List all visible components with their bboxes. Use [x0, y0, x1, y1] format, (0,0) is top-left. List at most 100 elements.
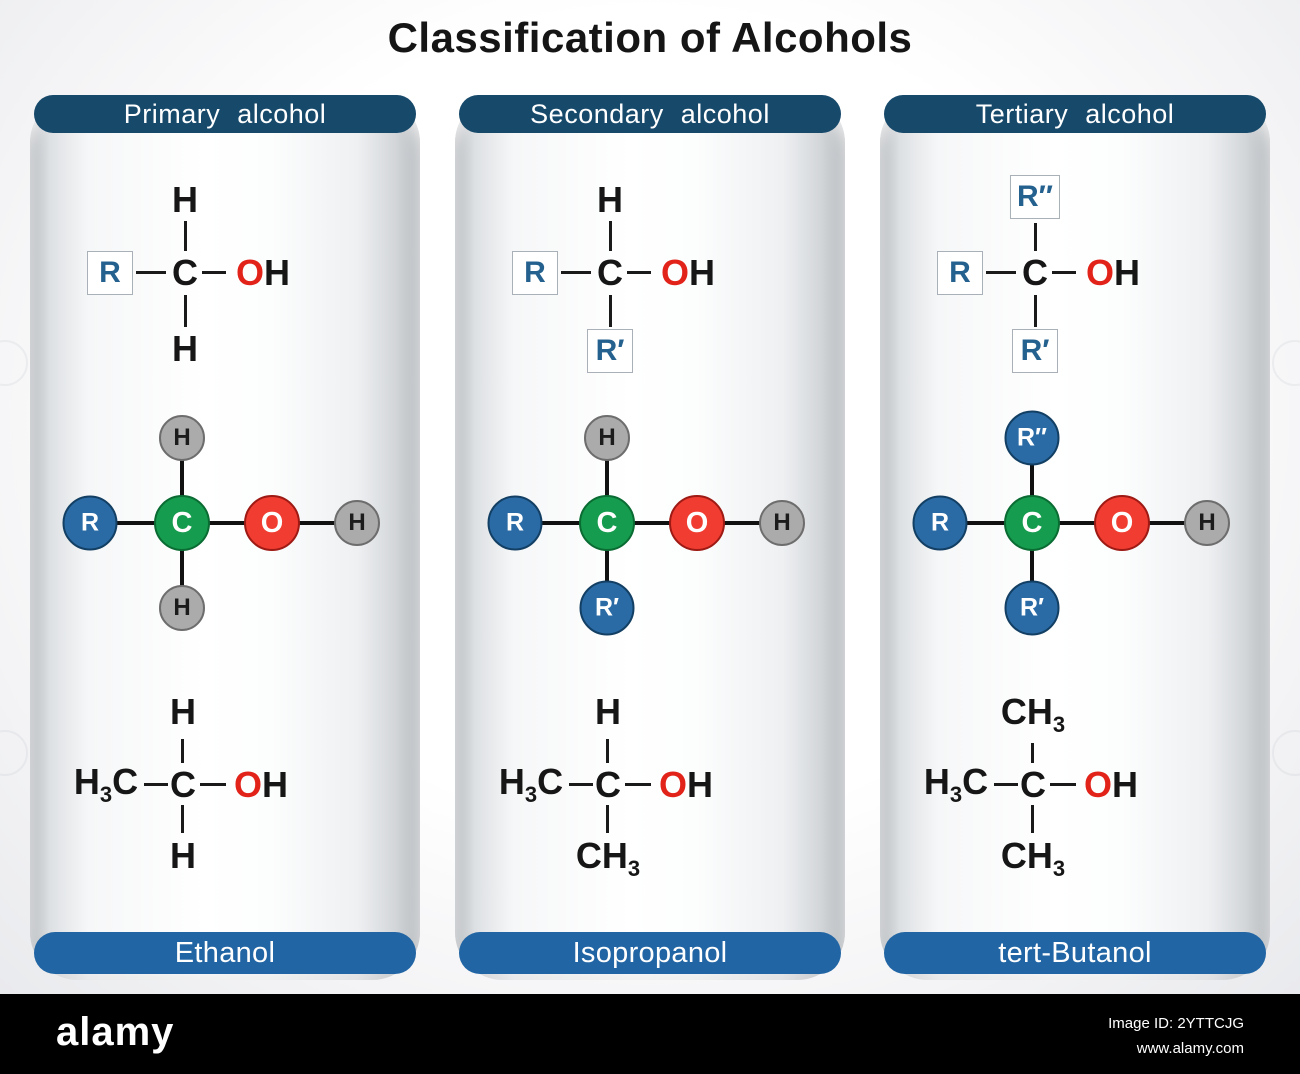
bond: [90, 521, 357, 525]
ball-hydrogen-right: H: [1184, 500, 1230, 546]
example-structural-formula: CH3 H3C C OH CH3: [880, 690, 1270, 945]
group-text: H: [923, 760, 950, 802]
r-group-box: R: [937, 251, 983, 295]
bottom-group: H: [170, 834, 196, 880]
ball-carbon: C: [1004, 495, 1060, 551]
atom-oxygen: O: [1083, 764, 1113, 805]
diagram-canvas: Classification of Alcohols Primary alcoh…: [0, 0, 1300, 994]
atom-carbon: C: [597, 252, 623, 293]
group-text: C: [962, 760, 989, 802]
hydroxyl-group: OH: [659, 767, 713, 803]
image-meta: Image ID: 2YTTCJG www.alamy.com: [1108, 1012, 1244, 1062]
watermark: [0, 340, 28, 386]
hydroxyl-group: OH: [234, 767, 288, 803]
panel-header-label: Primary alcohol: [123, 98, 327, 129]
subscript: 3: [949, 782, 963, 808]
group-text: H: [498, 760, 525, 802]
r-group-label: R′: [1020, 334, 1050, 367]
ball-hydrogen-bottom: H: [159, 585, 205, 631]
ball-carbon: C: [154, 495, 210, 551]
group-text: C: [112, 760, 139, 802]
bond: [606, 739, 609, 763]
panel-header-label: Secondary alcohol: [530, 98, 770, 129]
group-text: CH: [1000, 834, 1053, 876]
bond: [609, 295, 612, 327]
bond: [200, 783, 226, 786]
group-text: C: [537, 760, 564, 802]
ball-oxygen: O: [1094, 495, 1150, 551]
watermark: [1272, 730, 1300, 776]
atom-carbon: C: [172, 252, 198, 293]
watermark: [1272, 340, 1300, 386]
subscript: 3: [1052, 856, 1066, 882]
bond: [184, 295, 187, 327]
ball-carbon: C: [579, 495, 635, 551]
ball-hydrogen-top: H: [159, 415, 205, 461]
atom-carbon: C: [1022, 252, 1048, 293]
ball-stick-model: R″ R C O H R′: [880, 410, 1270, 700]
ball-hydrogen-right: H: [759, 500, 805, 546]
atom-hydrogen-bottom: H: [172, 328, 198, 369]
subscript: 3: [524, 782, 538, 808]
bond: [609, 221, 612, 251]
methyl-group-bottom: CH3: [1000, 834, 1066, 882]
compound-name: Isopropanol: [572, 936, 728, 969]
group-text: CH: [1000, 690, 1053, 732]
alamy-url: www.alamy.com: [1136, 1039, 1244, 1057]
bond: [181, 805, 184, 833]
atom-hydrogen: H: [687, 764, 714, 805]
example-structural-formula: H H3C C OH CH3: [455, 690, 845, 945]
r-group-label: R: [949, 256, 971, 289]
bond: [1031, 743, 1034, 763]
group-text: H: [595, 690, 621, 732]
r-group-box: R: [512, 251, 558, 295]
hydroxyl-group: OH: [236, 255, 290, 291]
bond: [940, 521, 1207, 525]
panel-header: Secondary alcohol: [459, 95, 841, 133]
atom-hydrogen: H: [1112, 764, 1139, 805]
ball-stick-model: H R C O H H: [30, 410, 420, 700]
compound-name-pill: Isopropanol: [459, 932, 841, 974]
bond: [1050, 783, 1076, 786]
compound-name-pill: tert-Butanol: [884, 932, 1266, 974]
r-group-label: R: [524, 256, 546, 289]
bond: [1034, 295, 1037, 327]
r-prime-group-box: R′: [1012, 329, 1058, 373]
methyl-group-top: CH3: [1000, 690, 1065, 736]
atom-hydrogen-top: H: [172, 179, 198, 220]
atom-hydrogen-top: H: [597, 179, 623, 220]
ball-hydrogen-top: H: [584, 415, 630, 461]
methyl-group-left: H3C: [73, 760, 139, 806]
bond: [202, 271, 226, 274]
group-text: H: [170, 834, 196, 876]
stock-photo-footer-bar: alamy Image ID: 2YTTCJG www.alamy.com: [0, 994, 1300, 1074]
example-structural-formula: H H3C C OH H: [30, 690, 420, 945]
panel-header-label: Tertiary alcohol: [975, 98, 1175, 129]
general-structural-formula: R″ R C OH R′: [880, 155, 1270, 405]
bond: [1052, 271, 1076, 274]
hydroxyl-group: OH: [1086, 255, 1140, 291]
bond: [136, 271, 166, 274]
atom-oxygen: O: [658, 764, 688, 805]
atom-hydrogen: H: [1114, 252, 1141, 293]
group-text: H: [170, 690, 196, 732]
panel-header: Primary alcohol: [34, 95, 416, 133]
panel-tertiary-alcohol: Tertiary alcohol R″ R C OH R′ R″ R C O H…: [880, 95, 1270, 980]
r-group-box: R: [87, 251, 133, 295]
top-group: H: [170, 690, 196, 736]
ball-r-double-prime-group: R″: [1004, 410, 1060, 466]
r-double-prime-group-box: R″: [1009, 175, 1061, 219]
group-text: CH: [575, 834, 628, 876]
top-group: H: [595, 690, 621, 736]
atom-oxygen: O: [233, 764, 263, 805]
group-text: H: [73, 760, 100, 802]
atom-hydrogen: H: [689, 252, 716, 293]
methyl-group-left: H3C: [923, 760, 989, 808]
ball-oxygen: O: [244, 495, 300, 551]
bond: [1031, 805, 1034, 833]
r-group-label: R″: [1016, 180, 1054, 213]
compound-name: Ethanol: [174, 936, 276, 969]
bond: [986, 271, 1016, 274]
atom-carbon: C: [170, 764, 196, 805]
panel-primary-alcohol: Primary alcohol H R C OH H H R C O H H H: [30, 95, 420, 980]
